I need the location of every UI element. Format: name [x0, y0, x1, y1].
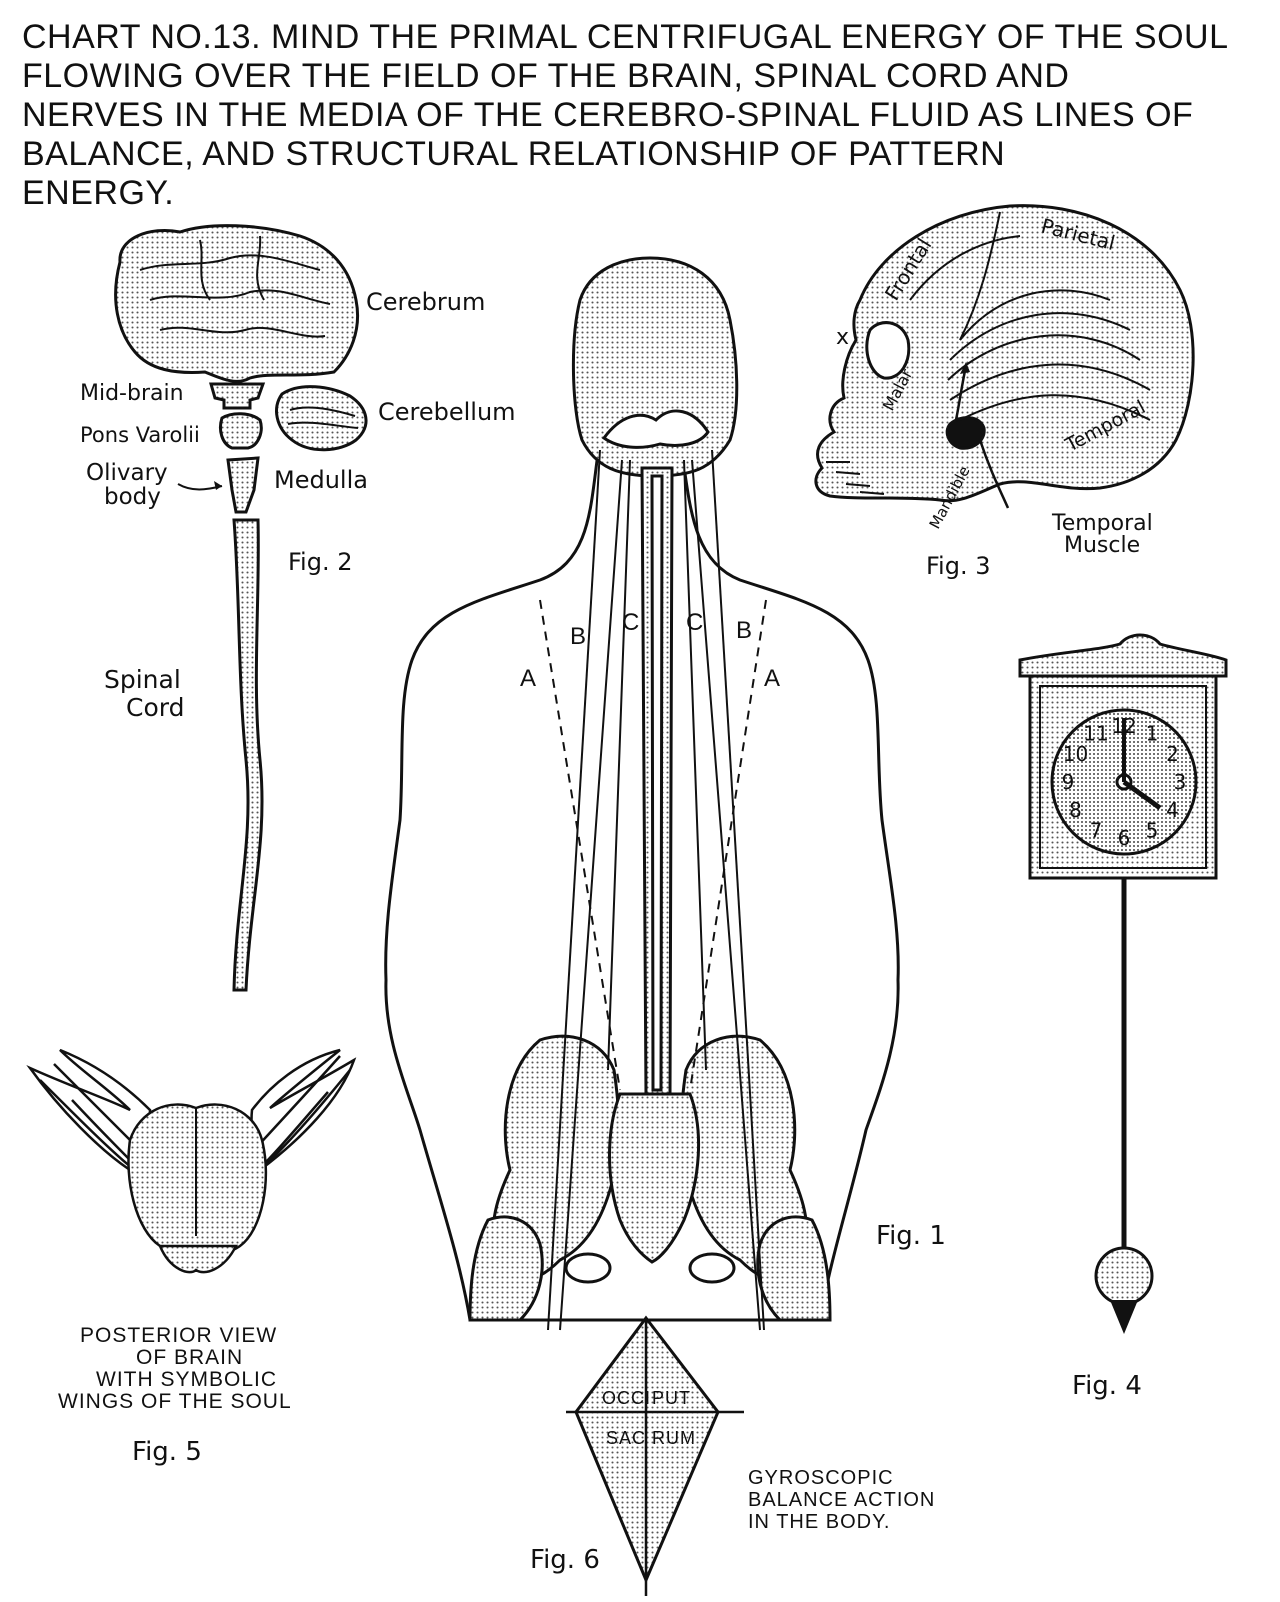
fig1-caption: Fig. 1: [876, 1221, 946, 1251]
skull-outline: [814, 204, 1195, 503]
gyroscopic-line-1: GYROSCOPIC: [748, 1467, 894, 1489]
pons-label: Pons Varolii: [80, 423, 200, 447]
pelvis-left: [491, 1034, 621, 1283]
cerebellum-shape: [275, 385, 368, 452]
sacrum: [608, 1092, 701, 1264]
title-line-5: ENERGY.: [22, 174, 175, 212]
fig4-caption: Fig. 4: [1072, 1371, 1142, 1401]
title-line-2: FLOWING OVER THE FIELD OF THE BRAIN, SPI…: [22, 57, 1070, 95]
pons-shape: [218, 412, 263, 450]
neck-bone: [601, 409, 710, 449]
femur-right: [756, 1215, 832, 1322]
clock-top: [1018, 633, 1228, 678]
cerebrum-shape: [114, 224, 360, 383]
cerebrum-label: Cerebrum: [366, 288, 485, 316]
muscle-label: Muscle: [1064, 533, 1140, 558]
gyroscopic-line-3: IN THE BODY.: [748, 1511, 890, 1533]
line-b-left: [547, 449, 601, 1331]
line-a-right-label: A: [764, 665, 781, 692]
posterior-view-line-1: POSTERIOR VIEW: [80, 1324, 277, 1347]
midbrain-shape: [209, 382, 266, 410]
fig3-caption: Fig. 3: [926, 552, 991, 580]
clock-hour-hand: [1122, 779, 1162, 811]
figure-2-brain-parts: [114, 224, 368, 992]
posterior-view-line-2: OF BRAIN: [136, 1346, 243, 1369]
gyroscopic-line-2: BALANCE ACTION: [748, 1489, 935, 1511]
clock-numeral-12: 12: [1111, 714, 1136, 738]
spinal-cord-shape: [232, 518, 264, 992]
pendulum-bob: [1094, 1246, 1154, 1306]
figure-4-clock: [1018, 633, 1228, 1334]
line-b-right: [711, 449, 765, 1331]
clock-numeral-11: 11: [1083, 722, 1108, 746]
right-wing: [250, 1048, 357, 1173]
midbrain-label: Mid-brain: [80, 381, 184, 406]
clock-numeral-10: 10: [1063, 742, 1088, 766]
sacrum-left-label: SAC: [606, 1428, 646, 1448]
posterior-brain: [127, 1103, 268, 1258]
medulla-label: Medulla: [274, 466, 368, 494]
line-c-left-label: C: [622, 609, 640, 636]
cerebellum-label: Cerebellum: [378, 398, 516, 426]
cord-label: Cord: [126, 693, 184, 722]
line-c-left: [559, 459, 631, 1331]
chart-title: CHART NO.13. MIND THE PRIMAL CENTRIFUGAL…: [22, 18, 1262, 213]
clock-numeral-3: 3: [1174, 770, 1187, 794]
x-mark: x: [836, 325, 849, 350]
line-b-left-label: B: [570, 623, 587, 650]
figure-5-winged-brain: [26, 1048, 357, 1274]
line-c-right-label: C: [686, 609, 704, 636]
title-line-3: NERVES IN THE MEDIA OF THE CEREBRO-SPINA…: [22, 96, 1194, 134]
fig6-caption: Fig. 6: [530, 1545, 600, 1575]
fig2-caption: Fig. 2: [288, 548, 353, 576]
left-wing: [26, 1048, 152, 1172]
figure-3-skull: [814, 204, 1195, 509]
medulla-shape: [226, 456, 260, 514]
title-line-1: CHART NO.13. MIND THE PRIMAL CENTRIFUGAL…: [22, 18, 1229, 56]
posterior-view-line-4: WINGS OF THE SOUL: [58, 1390, 292, 1413]
temporal-muscle-label: Temporal: [1051, 511, 1153, 536]
olivary-body-label: body: [104, 484, 161, 510]
clock-numeral-8: 8: [1069, 798, 1082, 822]
sacrum-right-label: RUM: [652, 1428, 696, 1448]
spinal-label: Spinal: [104, 665, 181, 694]
clock-numeral-7: 7: [1090, 819, 1103, 843]
occiput-left-label: OCCI: [602, 1388, 651, 1408]
pelvis-right: [679, 1034, 809, 1283]
line-a-left: [539, 599, 621, 1091]
clock-numeral-5: 5: [1146, 819, 1159, 843]
fig5-caption: Fig. 5: [132, 1437, 202, 1467]
clock-numeral-1: 1: [1146, 722, 1159, 746]
title-line-4: BALANCE, AND STRUCTURAL RELATIONSHIP OF …: [22, 135, 1006, 173]
olivary-label: Olivary: [86, 460, 168, 486]
line-b-right-label: B: [736, 617, 753, 644]
clock-numeral-6: 6: [1118, 826, 1131, 850]
posterior-view-line-3: WITH SYMBOLIC: [96, 1368, 277, 1391]
line-c-right: [683, 459, 761, 1331]
line-a-left-label: A: [520, 665, 537, 692]
clock-numeral-2: 2: [1166, 742, 1179, 766]
clock-numeral-9: 9: [1062, 770, 1075, 794]
figure-6-balance-diamond: [566, 1315, 744, 1596]
occiput-right-label: PUT: [652, 1388, 691, 1408]
clock-numeral-4: 4: [1166, 798, 1179, 822]
line-a-right: [689, 599, 767, 1091]
femur-left: [468, 1215, 544, 1322]
